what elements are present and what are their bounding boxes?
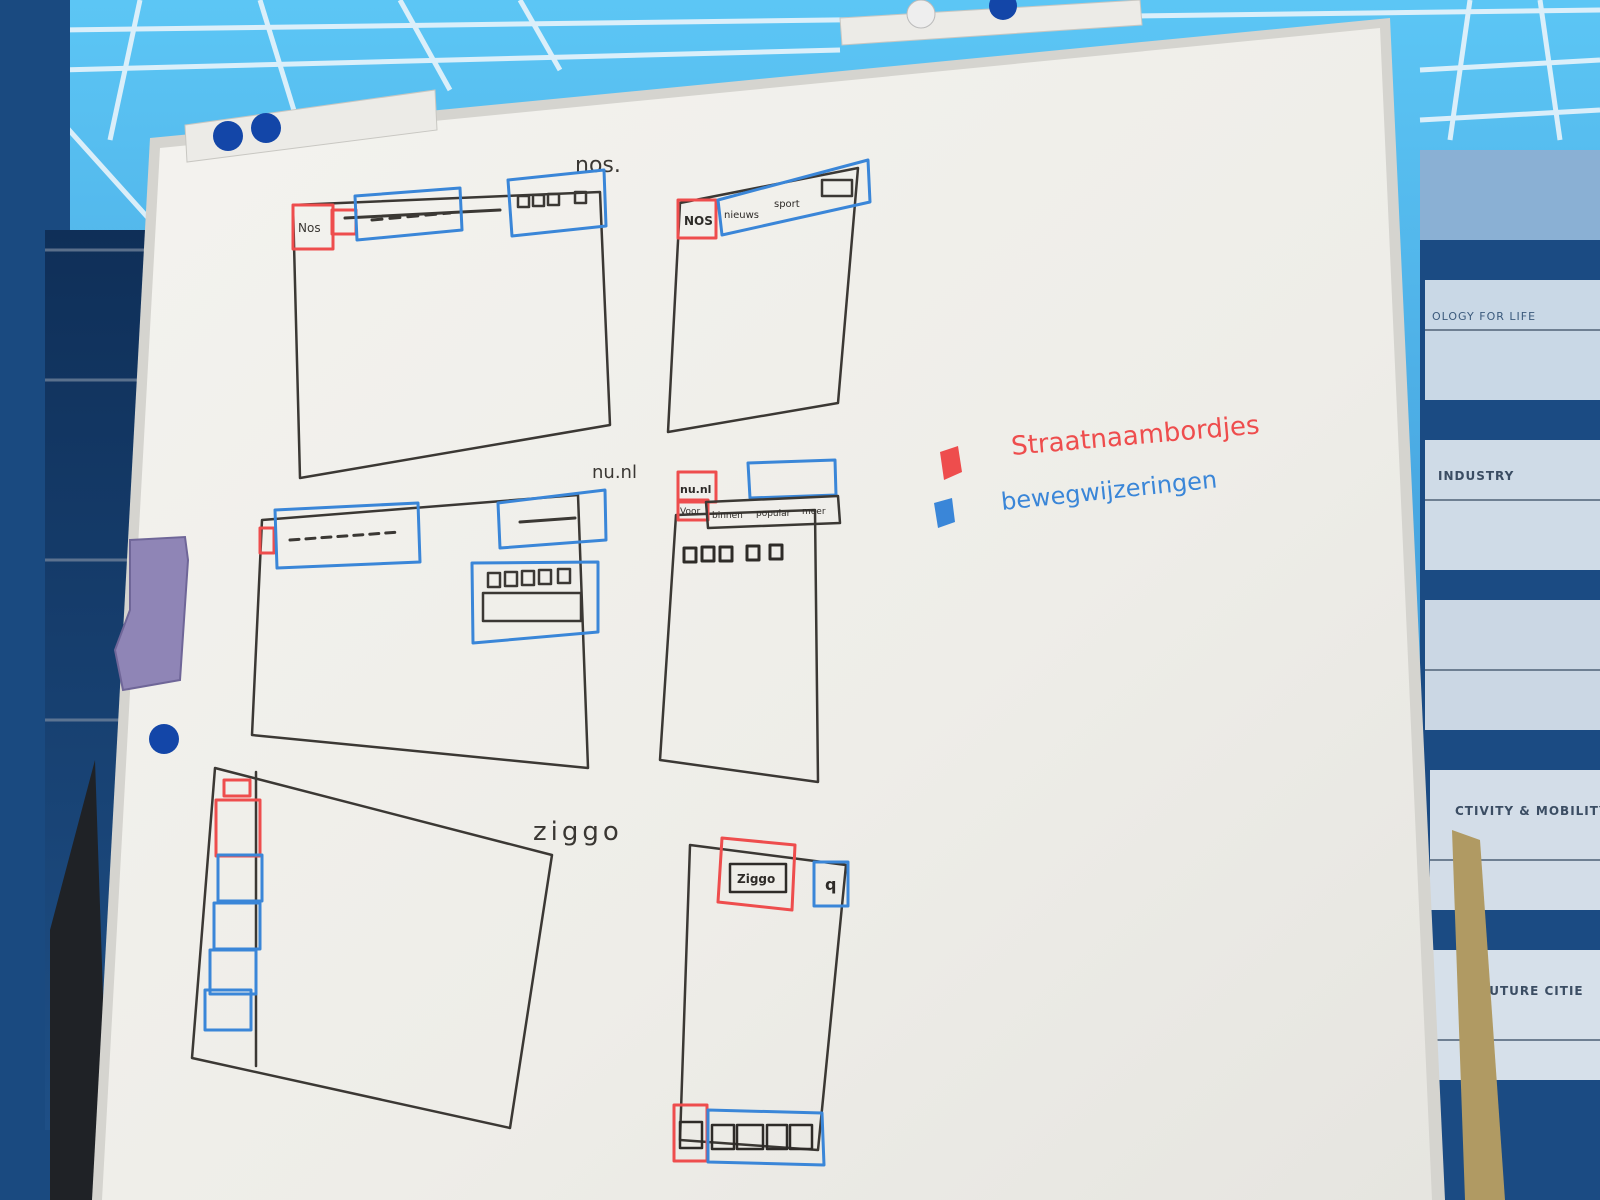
nunl-mobile-logo-box <box>676 470 718 504</box>
ziggo-site-label: ziggo <box>533 817 623 847</box>
magnet <box>906 0 936 29</box>
legend-red-swatch <box>940 446 962 480</box>
board-clips <box>184 0 1143 163</box>
bg-sign-1: OLOGY FOR LIFE <box>1432 310 1536 323</box>
bg-sign-2: INDUSTRY <box>1438 469 1514 483</box>
ziggo-desktop-sidebar-icons <box>203 853 264 1032</box>
nos-desktop-icons-box <box>506 168 608 238</box>
ziggo-mobile-search-glyph: q <box>825 875 836 894</box>
nunl-desktop-panel-box <box>470 560 600 645</box>
bg-sign-4: FUTURE CITIE <box>1480 984 1584 998</box>
nunl-mobile-row2-item: Voor <box>680 507 700 517</box>
nos-site-label: nos. <box>575 153 621 178</box>
nos-mobile-logo: NOS <box>684 214 713 228</box>
ziggo-mobile-tabbar-box <box>706 1108 826 1167</box>
nos-desktop-frame <box>291 190 612 480</box>
whiteboard-eraser <box>113 535 190 692</box>
ziggo-mobile-logo-box <box>716 836 797 912</box>
whiteboard-surface <box>102 28 1432 1200</box>
ziggo-mobile-search-box <box>812 860 850 908</box>
magnet <box>149 724 179 754</box>
nos-desktop-nav-box <box>353 186 464 242</box>
ziggo-sketch-group: ziggo Ziggo q <box>190 766 850 1167</box>
nunl-mobile-logo: nu.nl <box>680 483 711 496</box>
nunl-desktop-tools-box <box>496 488 608 550</box>
nunl-mobile-row2-item: meer <box>802 507 826 517</box>
ziggo-desktop-frame <box>190 766 554 1130</box>
nunl-desktop-frame <box>250 493 590 770</box>
nos-desktop-logo: Nos <box>298 221 321 235</box>
nos-mobile-nav-item: nieuws <box>724 210 759 221</box>
nunl-mobile-row2-item: popular <box>756 509 791 519</box>
nos-mobile-logo-box <box>676 198 718 240</box>
nos-mobile-nav-item: sport <box>774 199 800 210</box>
ziggo-desktop-logo-box <box>222 778 252 798</box>
legend-blue-swatch <box>934 498 955 528</box>
right-floors <box>1425 280 1600 1080</box>
magnet <box>213 121 243 151</box>
nunl-mobile-frame <box>658 508 820 784</box>
nunl-sketch-group: nu.nl nu.nl Voor binnen popular meer <box>250 458 842 784</box>
nunl-desktop-logo-box <box>258 526 276 555</box>
magnet <box>251 113 281 143</box>
coat-left <box>50 760 110 1200</box>
nunl-desktop-nav-box <box>273 501 422 570</box>
nos-sketch-group: nos. Nos NOS nieuws sport <box>291 153 872 480</box>
nos-mobile-nav-box <box>716 158 872 237</box>
coat-right <box>1452 830 1505 1200</box>
ziggo-mobile-logo: Ziggo <box>737 872 775 886</box>
nunl-site-label: nu.nl <box>592 462 637 483</box>
magnet <box>989 0 1017 20</box>
skylight-frame <box>58 0 1600 222</box>
nunl-mobile-row2-item: binnen <box>712 511 743 521</box>
bg-sign-3: CTIVITY & MOBILITY <box>1455 804 1600 818</box>
